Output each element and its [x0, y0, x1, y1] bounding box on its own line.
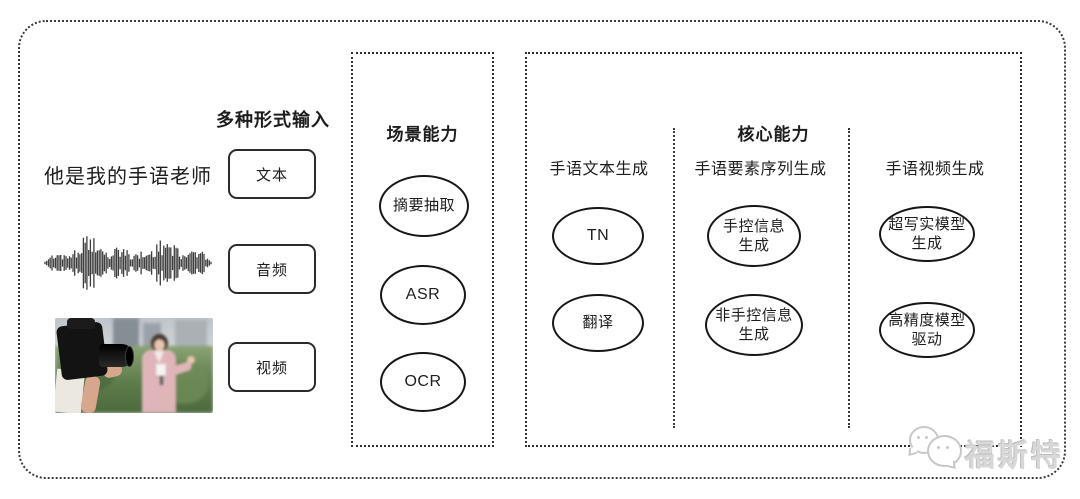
column-header-sl-video-generation: 手语视频生成: [885, 161, 985, 178]
node-translation: 翻译: [552, 294, 644, 352]
photo-camera-lens-ring: [125, 346, 134, 367]
photo-reporter: [137, 334, 195, 413]
column-header-sl-element-sequence-generation: 手语要素序列生成: [694, 161, 827, 178]
input-box-audio-label: 音频: [255, 261, 288, 279]
input-box-text: 文本: [228, 149, 316, 199]
input-box-video: 视频: [228, 342, 316, 392]
node-tn: TN: [552, 207, 644, 265]
outer-dotted-frame: [18, 20, 1066, 479]
watermark-text: 福斯特: [965, 440, 1064, 473]
column-divider: [673, 128, 675, 428]
input-box-audio: 音频: [228, 244, 316, 294]
node-asr: ASR: [380, 265, 466, 325]
watermark: 福斯特: [903, 426, 1073, 478]
chat-bubble-icon: [927, 435, 962, 467]
node-high-precision-model-driving: 高精度模型驱动: [879, 302, 975, 358]
chat-bubble-tail: [946, 459, 956, 469]
node-manual-info-generation: 手控信息生成: [707, 205, 801, 267]
core-panel-title: 核心能力: [737, 125, 810, 144]
photo-camera-handle: [67, 318, 95, 329]
audio-waveform-icon: [44, 236, 212, 290]
input-box-video-label: 视频: [255, 359, 288, 377]
column-header-sl-text-generation: 手语文本生成: [549, 161, 649, 178]
input-box-text-label: 文本: [255, 166, 288, 184]
inputs-heading: 多种形式输入: [216, 110, 330, 130]
node-ocr: OCR: [380, 352, 466, 412]
chat-bubble-tail: [908, 446, 918, 456]
news-interview-photo: [55, 318, 213, 413]
sample-sentence-text: 他是我的手语老师: [44, 166, 212, 188]
node-summary-extraction: 摘要抽取: [379, 175, 469, 237]
node-hyperrealistic-model-generation: 超写实模型生成: [879, 206, 975, 262]
column-divider: [848, 128, 850, 428]
scene-panel-title: 场景能力: [386, 125, 459, 144]
node-non-manual-info-generation: 非手控信息生成: [705, 294, 803, 356]
